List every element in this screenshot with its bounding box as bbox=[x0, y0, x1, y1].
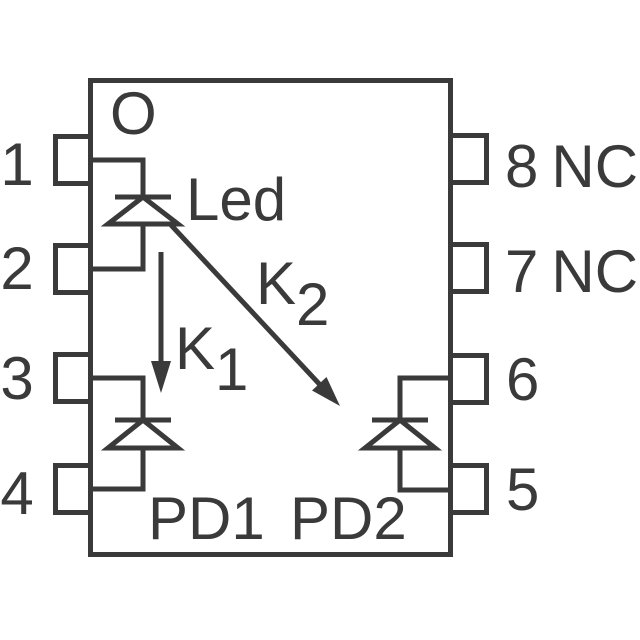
k1-base: K bbox=[175, 315, 216, 382]
pin-7-name: NC bbox=[551, 238, 639, 305]
pin-7-pad bbox=[448, 242, 489, 294]
orientation-mark: O bbox=[110, 80, 157, 147]
pin-6-label: 6 bbox=[506, 350, 539, 410]
led-diode-triangle bbox=[100, 193, 186, 227]
pin-6-number: 6 bbox=[506, 346, 540, 413]
pin-6-pad bbox=[448, 353, 489, 405]
k2-arrow-head bbox=[312, 377, 340, 406]
k1-subscript: 1 bbox=[215, 336, 249, 403]
pin-1-pad bbox=[53, 134, 93, 186]
k1-label: K1 bbox=[175, 319, 248, 400]
pin-8-number: 8 bbox=[505, 133, 539, 200]
pin-2-label: 2 bbox=[0, 235, 34, 302]
k2-subscript: 2 bbox=[296, 271, 330, 338]
pin-1-label: 1 bbox=[0, 131, 34, 198]
pd2-diode-triangle bbox=[357, 416, 443, 451]
pin-5-label: 5 bbox=[506, 460, 539, 520]
pin-7-number: 7 bbox=[505, 238, 539, 305]
k2-arrow-line bbox=[169, 223, 325, 390]
k2-base: K bbox=[256, 250, 297, 317]
pd1-label: PD1 bbox=[148, 485, 265, 552]
pin-8-name: NC bbox=[551, 133, 639, 200]
k1-arrow-head bbox=[151, 361, 171, 393]
pin-4-pad bbox=[53, 463, 93, 515]
k2-label: K2 bbox=[256, 254, 329, 335]
pd1-diode-triangle bbox=[100, 416, 186, 451]
pin-3-label: 3 bbox=[0, 345, 34, 412]
pd2-label: PD2 bbox=[290, 485, 407, 552]
pin-3-pad bbox=[53, 352, 93, 404]
pin-5-number: 5 bbox=[506, 456, 540, 523]
pin-5-pad bbox=[448, 463, 489, 515]
pin-4-label: 4 bbox=[0, 460, 34, 527]
pin-2-pad bbox=[53, 243, 93, 295]
package-outline bbox=[88, 78, 453, 557]
pin-8-pad bbox=[448, 133, 489, 185]
led-label: Led bbox=[186, 166, 287, 233]
